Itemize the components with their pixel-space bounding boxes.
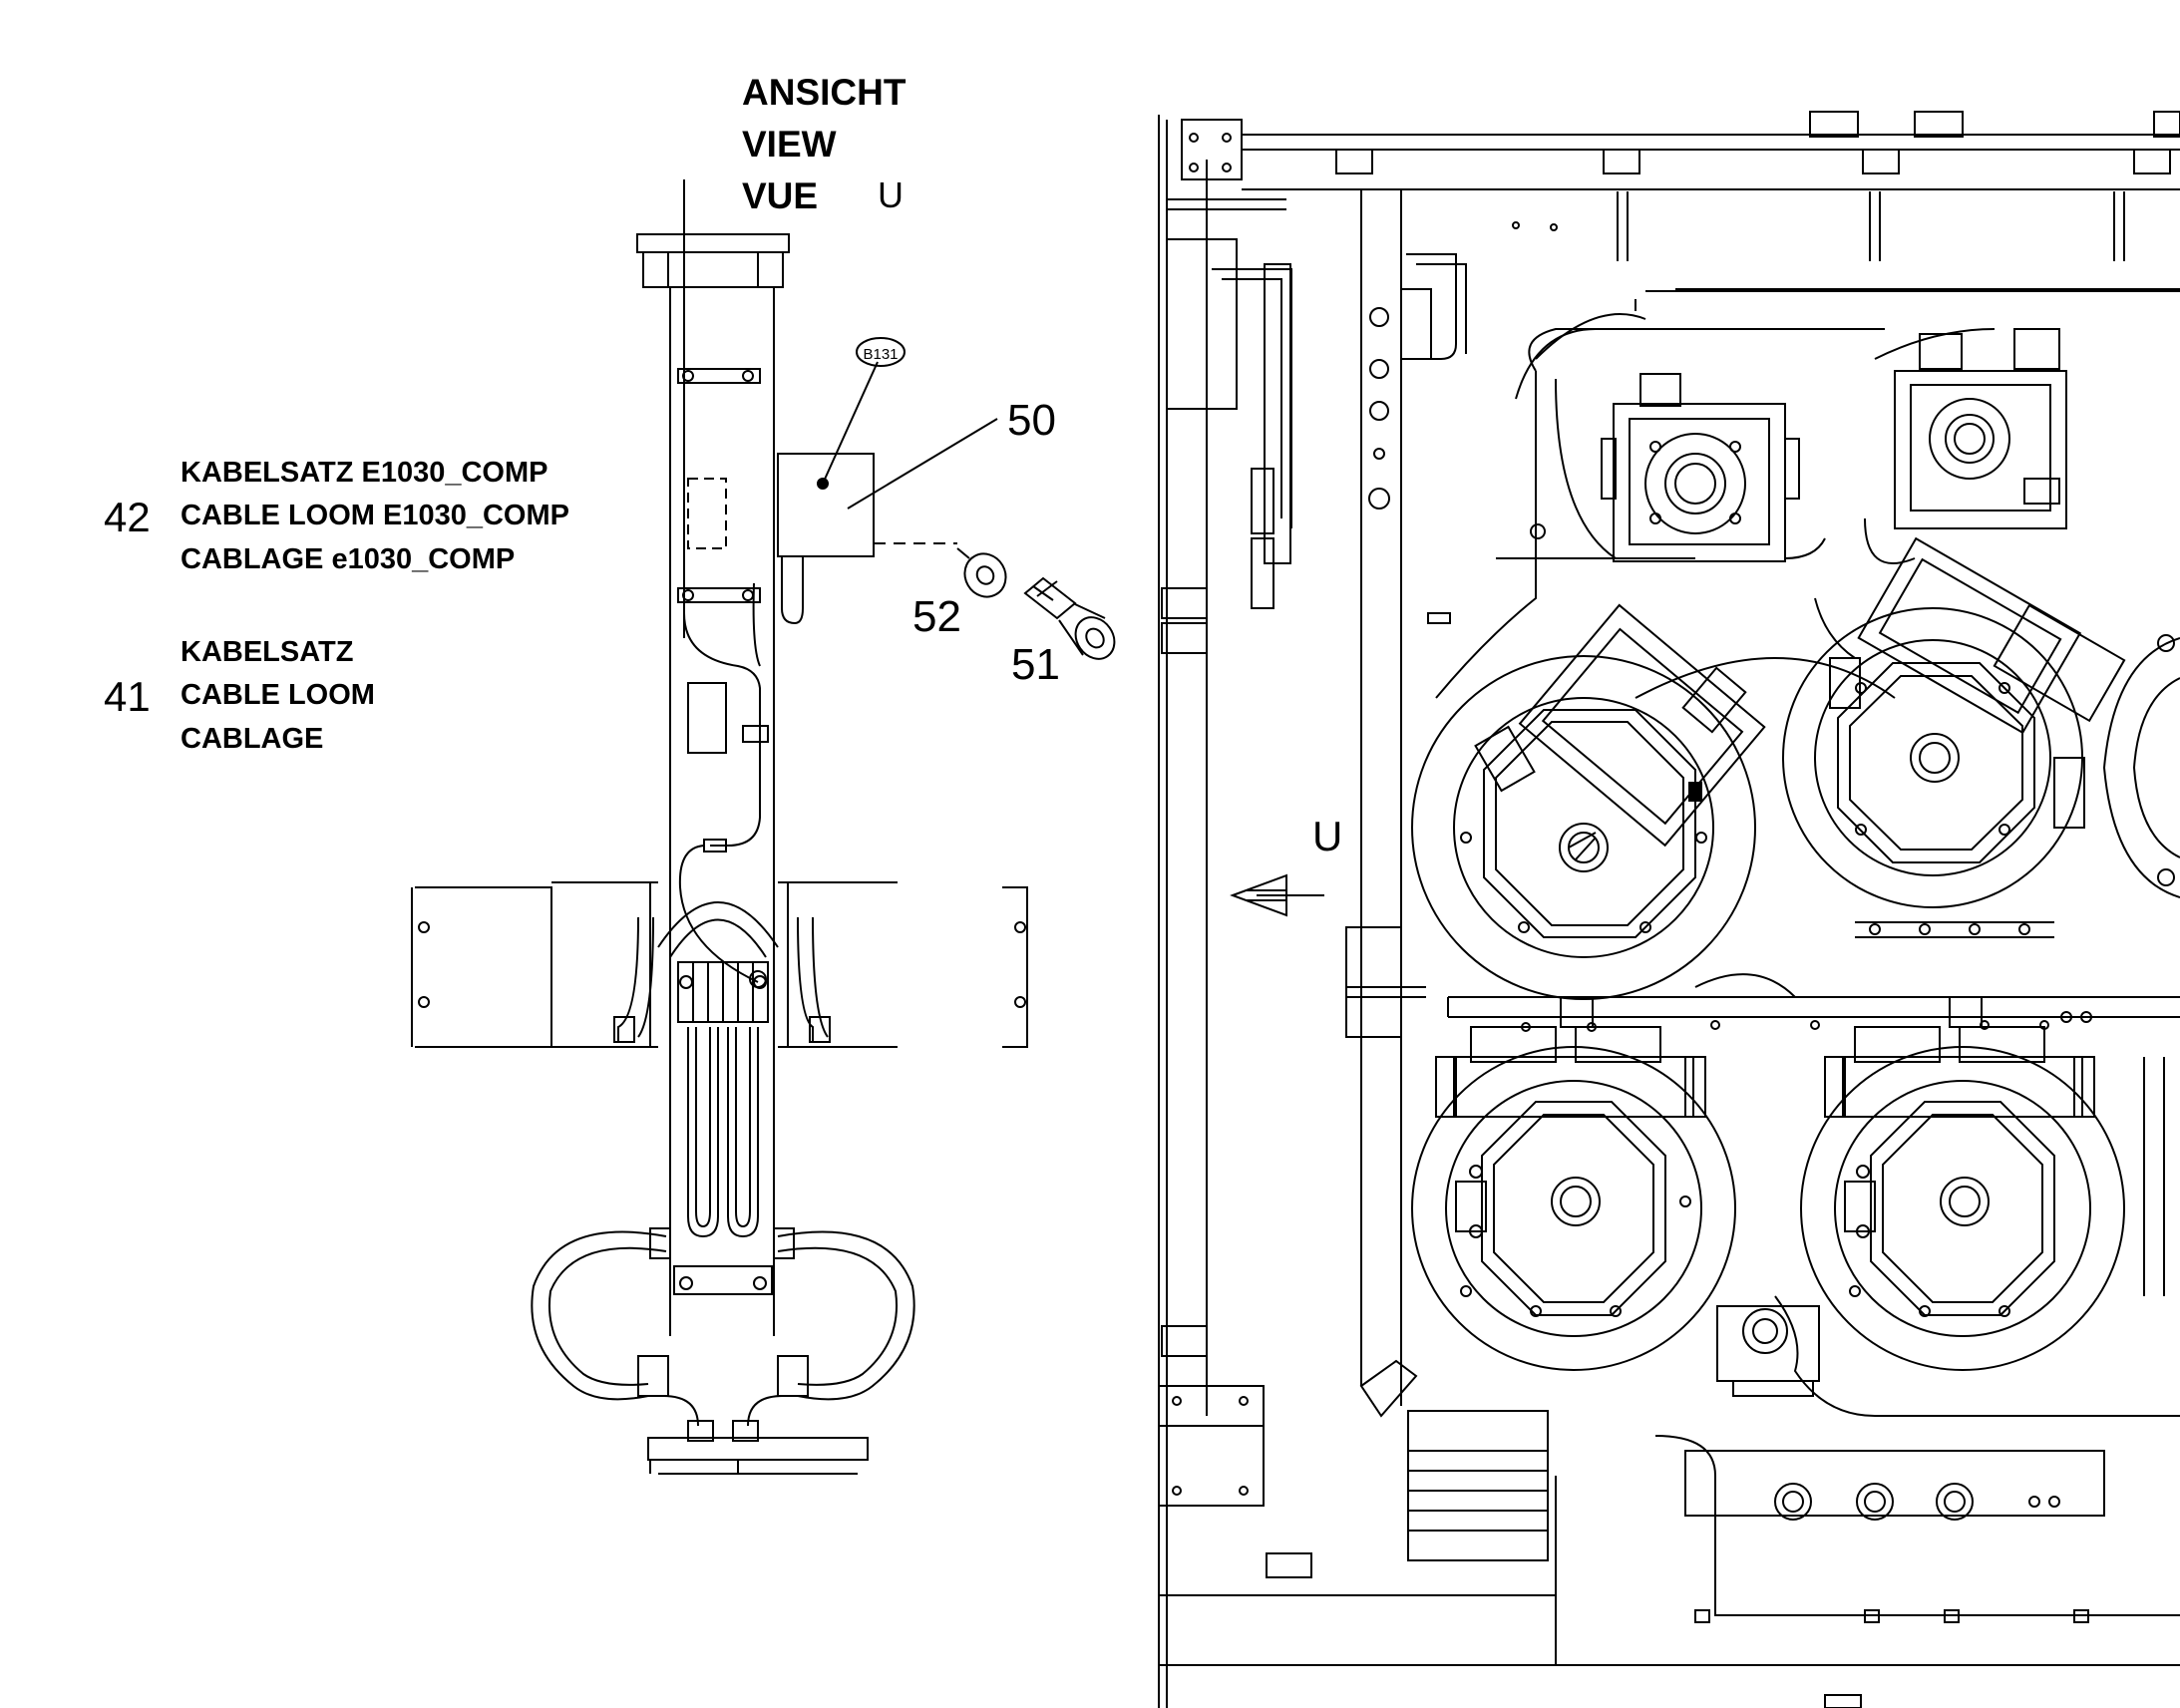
drum-mid-right: [1782, 536, 2126, 938]
legend-42-line-1: KABELSATZ E1030_COMP: [181, 457, 548, 489]
motor-base: [1407, 1410, 2105, 1708]
view-letter: U: [878, 174, 904, 215]
legend-41-line-2: CABLE LOOM: [181, 679, 375, 711]
horizontal-beam: [1447, 996, 2180, 1032]
drum-lower-right: [1800, 996, 2165, 1371]
drum-edge: [2102, 634, 2180, 898]
callout-50: 50: [1007, 396, 1056, 445]
screw-51: [1023, 576, 1116, 660]
machine-frame: [1158, 111, 2180, 1708]
legend-42-number: 42: [104, 494, 151, 540]
view-title-line-3: VUE: [742, 175, 819, 216]
sensor-tag-text: B131: [863, 346, 898, 363]
gearbox-housing: [1435, 288, 2180, 1616]
callout-51: 51: [1011, 640, 1060, 689]
small-pump: [1716, 1305, 1820, 1397]
sensor-tag-b131: B131: [856, 337, 906, 367]
legend-42-line-3: CABLAGE e1030_COMP: [181, 543, 516, 575]
view-title-line-1: ANSICHT: [742, 72, 907, 113]
arrow-label: U: [1312, 813, 1343, 859]
upper-pump-1: [1515, 313, 1826, 562]
legend-41-number: 41: [104, 673, 151, 720]
drum-mid-left: [1411, 603, 1766, 1000]
view-title-line-2: VIEW: [742, 124, 837, 165]
legend-42-line-2: CABLE LOOM E1030_COMP: [181, 500, 569, 531]
callout-52: 52: [912, 592, 961, 641]
drum-lower-left: [1411, 996, 1736, 1371]
junction-box: [777, 361, 998, 625]
legend-41-line-1: KABELSATZ: [181, 636, 354, 668]
washer-52: [956, 547, 1007, 598]
upper-pump-2: [1864, 328, 2067, 564]
column-assembly: [411, 179, 1028, 1475]
legend-41-line-3: CABLAGE: [181, 723, 324, 755]
direction-arrow: [1230, 873, 1324, 917]
